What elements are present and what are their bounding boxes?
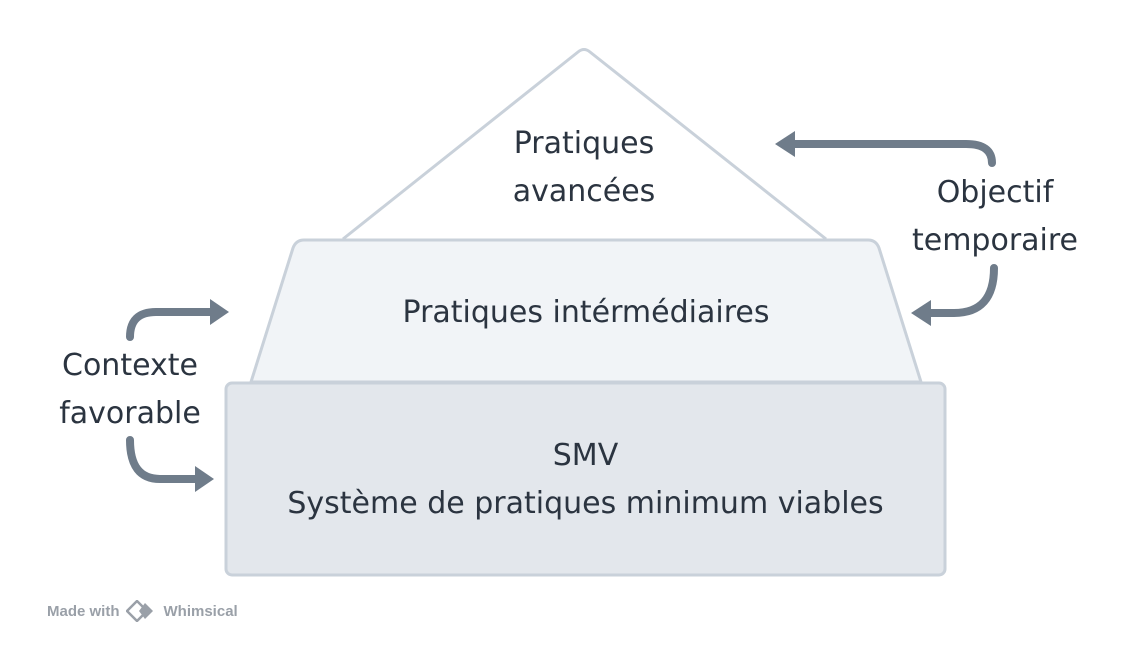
right-note-line2: temporaire	[911, 223, 1079, 258]
left-upper-arrowhead	[210, 299, 229, 325]
made-with-text: Made with	[47, 602, 120, 620]
whimsical-brand-text: Whimsical	[163, 602, 238, 620]
top-layer-line1: Pratiques	[513, 126, 655, 161]
base-layer-label: SMV Système de pratiques minimum viables	[226, 432, 945, 528]
middle-layer-text: Pratiques intérmédiaires	[402, 295, 770, 330]
whimsical-logo-icon	[125, 600, 153, 622]
right-top-arrow	[788, 140, 996, 167]
left-note-line1: Contexte	[62, 348, 198, 383]
right-bottom-arrowhead	[911, 300, 931, 326]
base-layer-shape	[224, 381, 947, 577]
left-note-label: Contexte favorable	[40, 342, 220, 438]
top-layer-line2: avancées	[512, 174, 656, 209]
left-note-line2: favorable	[59, 396, 201, 431]
right-note-label: Objectif temporaire	[900, 169, 1090, 265]
top-layer-shape	[342, 48, 827, 241]
middle-layer-label: Pratiques intérmédiaires	[330, 289, 842, 337]
made-with-badge[interactable]: Made with Whimsical	[47, 598, 238, 624]
base-layer-title: SMV	[552, 438, 619, 473]
right-note-line1: Objectif	[936, 175, 1054, 210]
left-lower-arrow	[126, 436, 204, 483]
left-lower-arrowhead	[195, 466, 214, 492]
top-layer-label: Pratiques avancées	[484, 120, 684, 216]
right-top-arrowhead	[775, 131, 795, 157]
right-bottom-arrow	[924, 264, 998, 317]
base-layer-subtitle: Système de pratiques minimum viables	[287, 486, 884, 521]
left-upper-arrow	[126, 308, 217, 341]
